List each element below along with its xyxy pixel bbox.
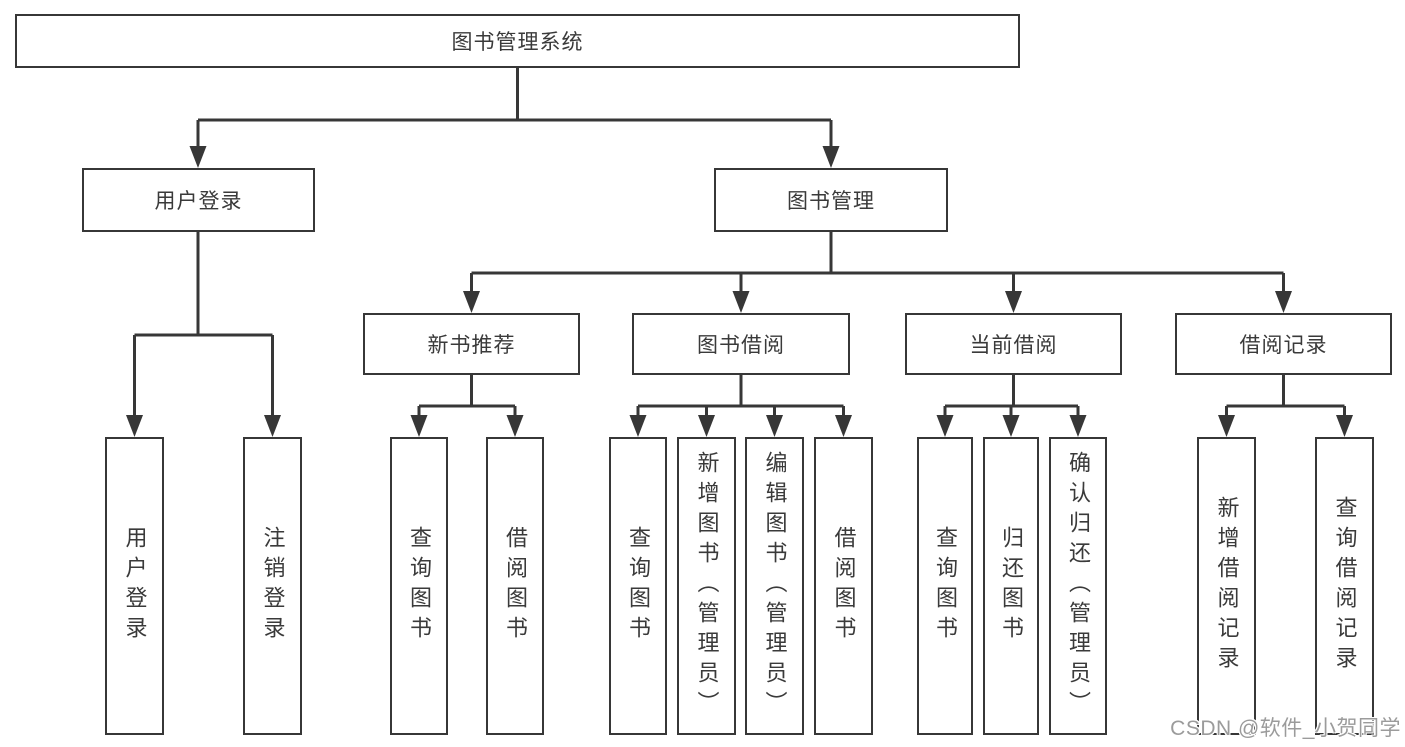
leaf-borrowing-query-books-label: 查询图书 (626, 526, 651, 646)
leaf-recommend-borrow-books-label: 借阅图书 (503, 526, 528, 646)
leaf-recommend-query-books-label: 查询图书 (407, 526, 432, 646)
leaf-user-login: 用户登录 (105, 437, 164, 735)
leaf-borrowing-query-books: 查询图书 (609, 437, 667, 735)
leaf-current-query-books-label: 查询图书 (933, 526, 958, 646)
leaf-borrowing-edit-books-admin: 编辑图书（管理员） (745, 437, 804, 735)
node-user-login-label: 用户登录 (154, 190, 243, 213)
node-book-management: 图书管理 (714, 168, 948, 232)
leaf-current-query-books: 查询图书 (917, 437, 973, 735)
node-new-book-recommend-label: 新书推荐 (427, 334, 516, 357)
node-borrowing-records-label: 借阅记录 (1239, 334, 1328, 357)
leaf-borrowing-borrow-books: 借阅图书 (814, 437, 873, 735)
leaf-logout: 注销登录 (243, 437, 302, 735)
leaf-borrowing-edit-books-admin-label: 编辑图书（管理员） (762, 451, 788, 721)
node-current-borrowing: 当前借阅 (905, 313, 1122, 375)
node-book-borrowing: 图书借阅 (632, 313, 850, 375)
node-current-borrowing-label: 当前借阅 (969, 334, 1058, 357)
node-root-library-system: 图书管理系统 (15, 14, 1020, 68)
node-borrowing-records: 借阅记录 (1175, 313, 1392, 375)
leaf-borrowing-add-books-admin: 新增图书（管理员） (677, 437, 736, 735)
node-user-login: 用户登录 (82, 168, 315, 232)
leaf-records-query-borrow-record: 查询借阅记录 (1315, 437, 1374, 735)
leaf-records-query-borrow-record-label: 查询借阅记录 (1332, 496, 1358, 676)
leaf-borrowing-borrow-books-label: 借阅图书 (831, 526, 857, 646)
leaf-current-confirm-return-admin: 确认归还（管理员） (1049, 437, 1107, 735)
arrowheads (126, 146, 1353, 437)
leaf-current-return-books-label: 归还图书 (999, 526, 1024, 646)
leaf-current-confirm-return-admin-label: 确认归还（管理员） (1066, 451, 1091, 721)
leaf-recommend-borrow-books: 借阅图书 (486, 437, 544, 735)
leaf-current-return-books: 归还图书 (983, 437, 1039, 735)
node-book-management-label: 图书管理 (787, 190, 875, 213)
node-book-borrowing-label: 图书借阅 (697, 334, 785, 357)
leaf-borrowing-add-books-admin-label: 新增图书（管理员） (694, 451, 720, 721)
leaf-records-add-borrow-record: 新增借阅记录 (1197, 437, 1256, 735)
csdn-watermark: CSDN @软件_小贺同学 (1170, 717, 1401, 740)
leaf-logout-label: 注销登录 (260, 526, 286, 646)
leaf-records-add-borrow-record-label: 新增借阅记录 (1214, 496, 1240, 676)
node-new-book-recommend: 新书推荐 (363, 313, 580, 375)
leaf-recommend-query-books: 查询图书 (390, 437, 448, 735)
node-root-label: 图书管理系统 (451, 31, 584, 54)
tree-edges (133, 68, 1346, 418)
leaf-user-login-label: 用户登录 (122, 526, 148, 646)
